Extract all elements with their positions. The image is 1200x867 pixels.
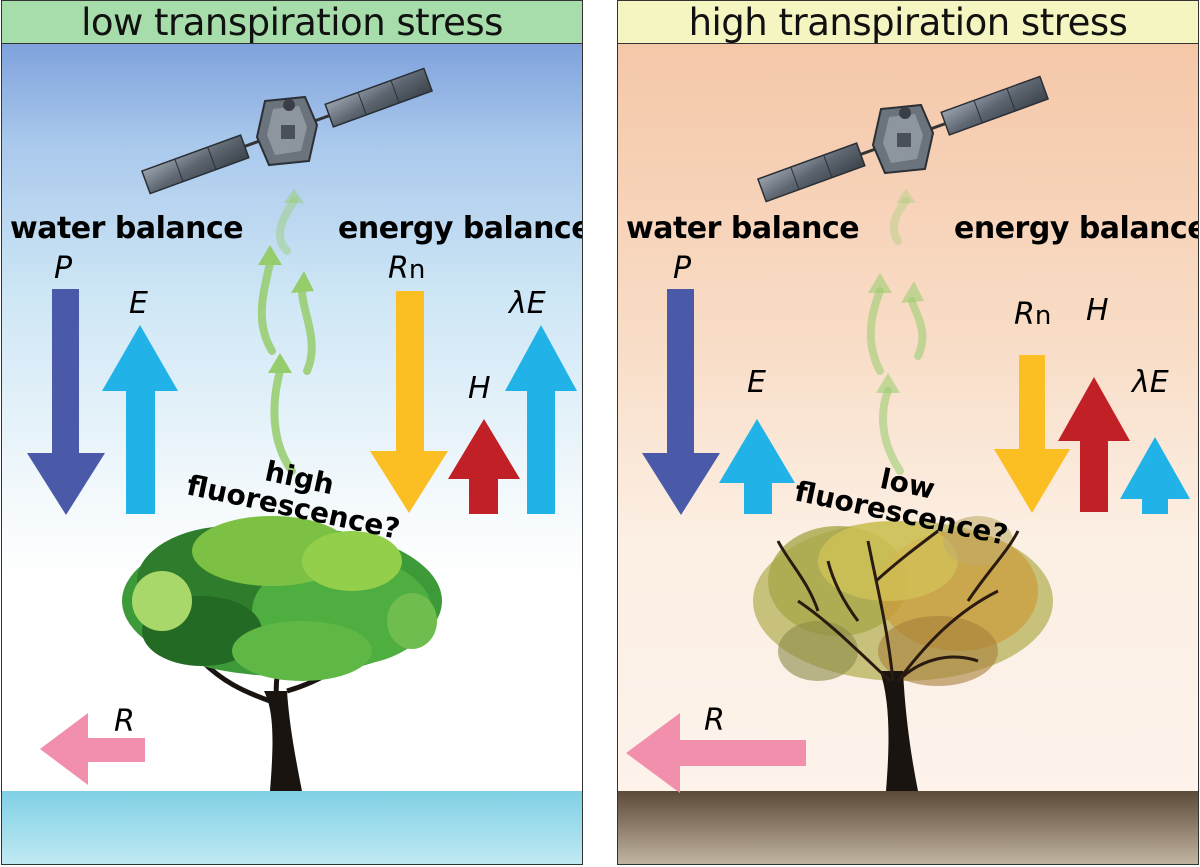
E-arrow (719, 419, 795, 514)
right-water-balance-label: water balance (626, 211, 860, 246)
left-panel-header: low transpiration stress (2, 1, 582, 44)
right-lambdaE-label: λE (1132, 365, 1169, 400)
left-H-label: H (468, 371, 491, 406)
fluorescence-arrow-heads (868, 189, 924, 393)
right-panel-header: high transpiration stress (618, 1, 1198, 44)
H-arrow (448, 419, 520, 514)
left-lambdaE-label: λE (509, 286, 546, 321)
right-P-label: P (673, 251, 692, 286)
soil-ground (618, 791, 1198, 864)
dry-tree-icon (753, 516, 1053, 791)
lambdaE-arrow (505, 325, 577, 514)
right-panel-high-stress: high transpiration stress water balance … (617, 0, 1199, 865)
water-ground (2, 791, 582, 864)
left-energy-balance-label: energy balance (338, 211, 583, 246)
fluorescence-arrows (257, 197, 316, 475)
left-Rn-label: Rn (388, 251, 425, 286)
H-arrow (1058, 377, 1130, 512)
green-tree-icon (122, 516, 442, 791)
left-R-label: R (114, 704, 135, 739)
right-panel-illustration (618, 44, 1198, 864)
P-arrow (642, 289, 720, 515)
lambdaE-arrow (1120, 437, 1190, 514)
left-P-label: P (54, 251, 73, 286)
R-arrow (40, 713, 145, 785)
fluorescence-arrow-heads (258, 189, 314, 373)
left-water-balance-label: water balance (10, 211, 244, 246)
left-panel-title: low transpiration stress (81, 0, 503, 44)
right-H-label: H (1086, 293, 1109, 328)
Rn-arrow (370, 291, 448, 513)
fluorescence-arrows (866, 197, 927, 475)
E-arrow (102, 325, 178, 514)
right-E-label: E (747, 365, 766, 400)
right-Rn-label: Rn (1014, 297, 1051, 332)
right-R-label: R (704, 703, 725, 738)
left-panel-illustration (2, 44, 582, 864)
right-Rn-subscript: n (1034, 301, 1052, 331)
right-panel-title: high transpiration stress (688, 0, 1128, 44)
right-Rn-symbol: R (1014, 297, 1035, 332)
left-Rn-symbol: R (388, 251, 409, 286)
left-panel-low-stress: low transpiration stress water balance e… (1, 0, 583, 865)
R-arrow (626, 713, 806, 793)
left-E-label: E (129, 286, 148, 321)
right-energy-balance-label: energy balance (954, 211, 1199, 246)
left-Rn-subscript: n (408, 255, 426, 285)
P-arrow (27, 289, 105, 515)
Rn-arrow (994, 355, 1070, 513)
